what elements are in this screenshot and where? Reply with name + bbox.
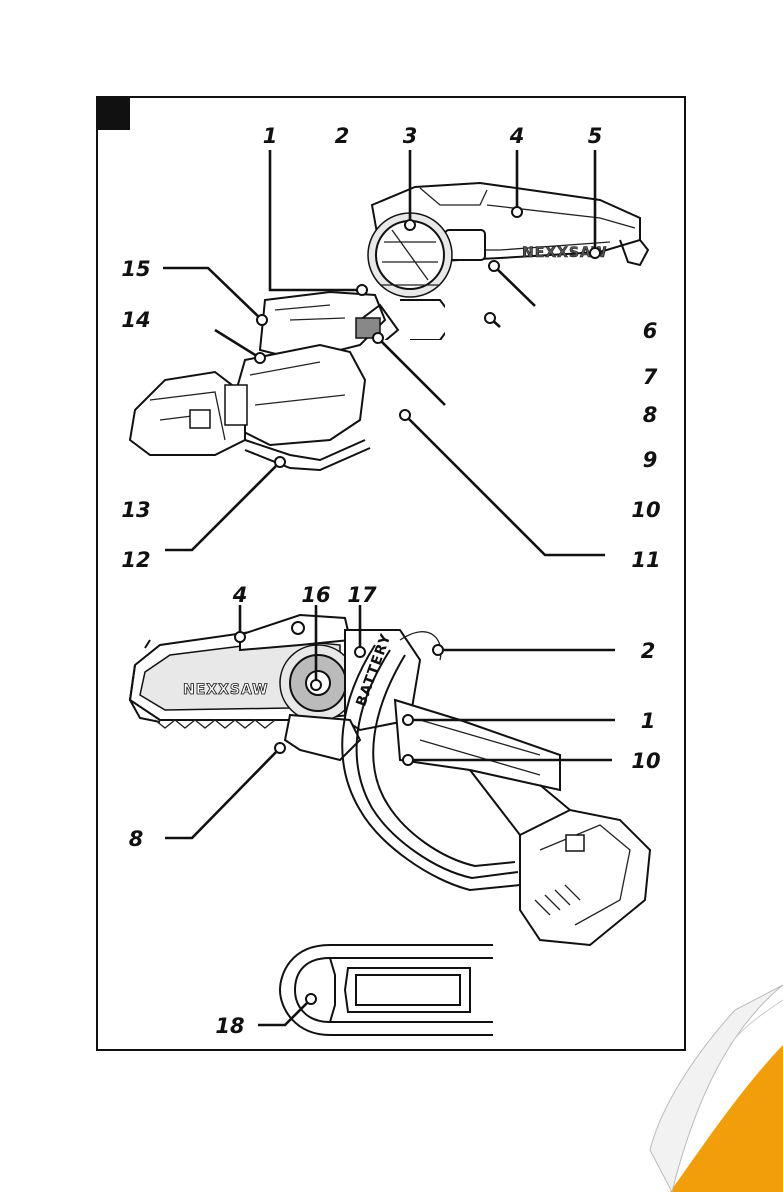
callout-8-top: 8 [643,403,658,427]
callout-3-top: 3 [403,124,418,148]
page-curl [650,985,783,1192]
callout-6-top: 6 [643,319,658,343]
callout-17-side: 17 [347,583,377,607]
callout-2-side: 2 [641,639,656,663]
callout-12-top: 12 [121,548,150,572]
callout-10-side: 10 [631,749,660,773]
callout-4-side: 4 [232,583,248,607]
callout-1-side: 1 [641,709,656,733]
figure-label-box [97,97,130,130]
callout-18-cover: 18 [215,1014,244,1038]
chainsaw-side-view: NEXXSAW BATTERY [130,615,650,945]
callout-15-top: 15 [121,257,150,281]
brand-logo-side: NEXXSAW [183,682,269,698]
callout-5-top: 5 [588,124,603,148]
callout-11-top: 11 [631,548,660,572]
callout-4-top: 4 [509,124,525,148]
callout-2-top: 2 [335,124,350,148]
callout-10-top: 10 [631,498,660,522]
callout-8-side: 8 [129,827,144,851]
callout-7-top: 7 [643,365,658,389]
callout-14-top: 14 [121,308,150,332]
chainsaw-top-view: NEXXSAW [130,183,648,470]
callout-13-top: 13 [121,498,150,522]
bar-cover-illustration [280,945,493,1035]
callout-1-top: 1 [263,124,278,148]
callout-9-top: 9 [643,448,658,472]
callout-16-side: 16 [301,583,330,607]
cover-leader-dot [306,994,316,1004]
